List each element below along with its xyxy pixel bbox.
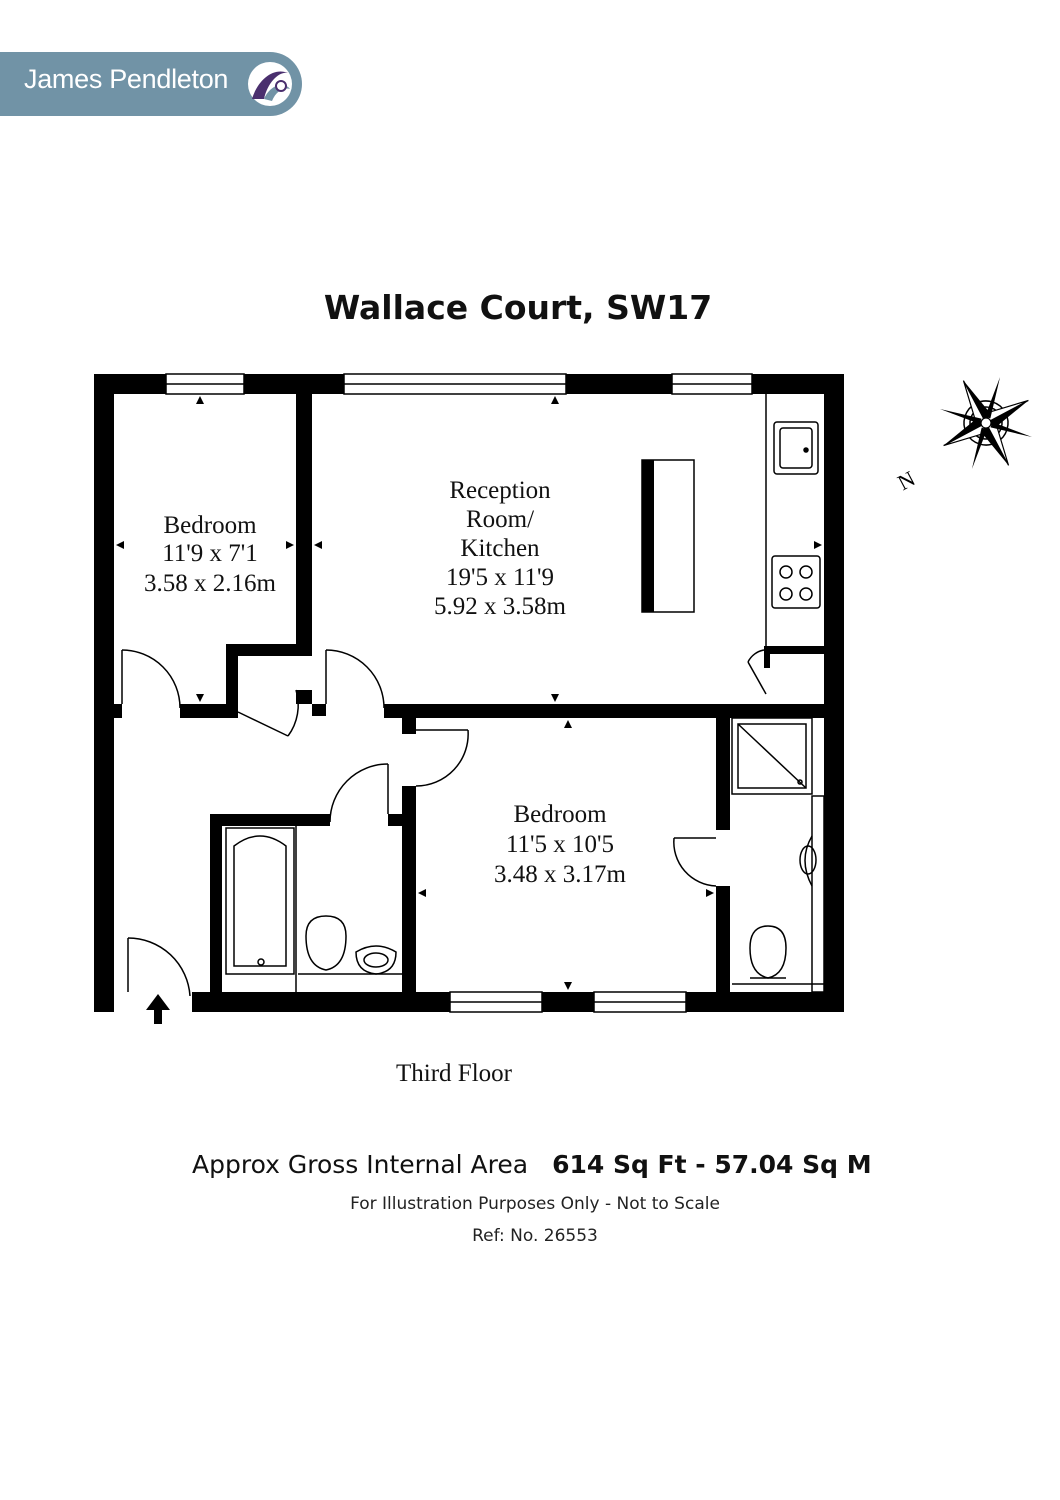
floor-label: Third Floor [396, 1060, 512, 1087]
room-name-line1: Reception [449, 477, 551, 504]
compass-rose-icon [940, 377, 1032, 469]
reference-number: Ref: No. 26553 [472, 1226, 598, 1246]
island-edge [642, 460, 654, 612]
area-summary: Approx Gross Internal Area 614 Sq Ft - 57… [192, 1150, 872, 1179]
room-name: Bedroom [513, 801, 607, 828]
room-dim-imperial: 19'5 x 11'9 [446, 564, 554, 591]
area-label: Approx Gross Internal Area [192, 1150, 529, 1179]
compass-north-label: N [893, 466, 919, 496]
room-name: Bedroom [163, 512, 257, 539]
room-name-line2: Room/ [466, 506, 534, 533]
exterior-walls [94, 374, 844, 1012]
kitchen-fittings [641, 394, 821, 646]
dimension-arrows [116, 396, 822, 990]
area-value: 614 Sq Ft - 57.04 Sq M [552, 1150, 872, 1179]
ensuite-fittings [731, 717, 825, 993]
property-title: Wallace Court, SW17 [323, 288, 713, 327]
room-bedroom-2: Bedroom 11'5 x 10'5 3.48 x 3.17m [494, 801, 627, 888]
room-dim-metric: 3.58 x 2.16m [144, 570, 277, 597]
room-reception-kitchen: Reception Room/ Kitchen 19'5 x 11'9 5.92… [434, 477, 567, 620]
disclaimer: For Illustration Purposes Only - Not to … [350, 1194, 720, 1214]
windows [165, 373, 753, 1013]
brand-logo: James Pendleton [0, 52, 302, 116]
interior-walls [114, 394, 824, 1012]
bathroom-fittings [225, 826, 402, 992]
doors [121, 649, 767, 997]
brand-name: James Pendleton [24, 64, 229, 94]
room-name-line3: Kitchen [460, 535, 540, 562]
room-dim-imperial: 11'5 x 10'5 [506, 831, 614, 858]
entrance-arrow-icon [146, 994, 170, 1024]
spiral-logo-icon [248, 62, 292, 106]
room-dim-metric: 5.92 x 3.58m [434, 593, 567, 620]
room-bedroom-1: Bedroom 11'9 x 7'1 3.58 x 2.16m [144, 512, 277, 597]
room-dim-metric: 3.48 x 3.17m [494, 861, 627, 888]
room-dim-imperial: 11'9 x 7'1 [162, 540, 258, 567]
